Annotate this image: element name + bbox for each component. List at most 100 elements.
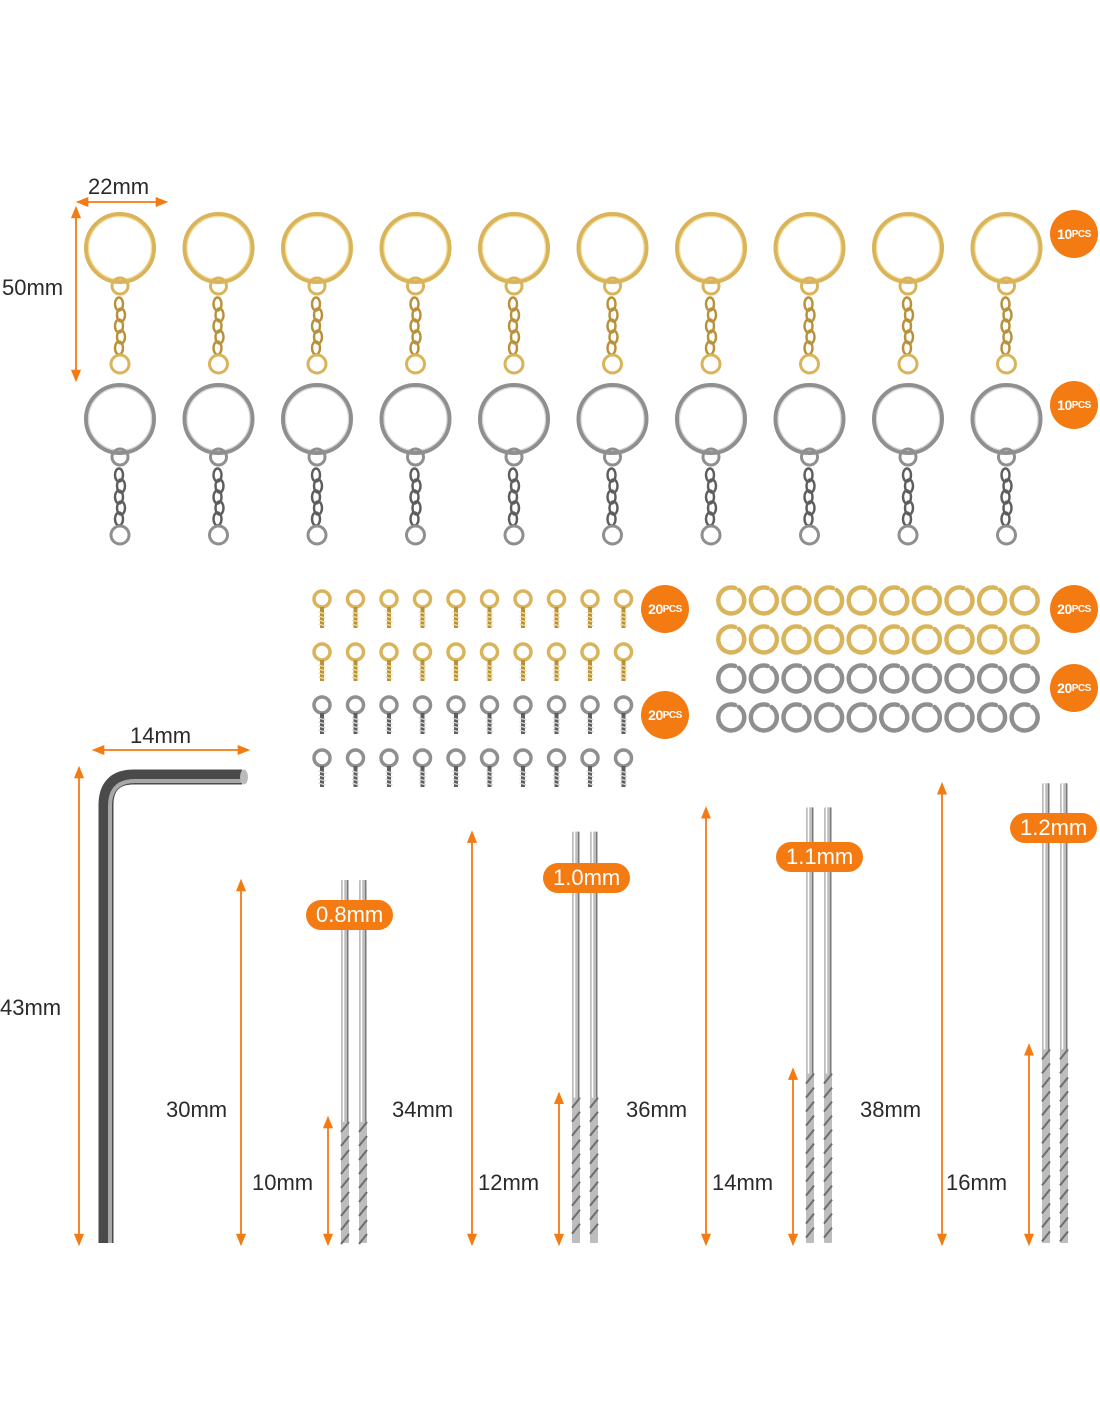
badge-number: 20 xyxy=(1057,680,1072,696)
jump-ring-gold xyxy=(781,624,812,655)
eye-screw-silver xyxy=(513,695,533,734)
eye-screw-silver xyxy=(479,695,500,734)
eye-screw-silver xyxy=(446,695,466,734)
drill-size-badge: 1.2mm xyxy=(1010,813,1098,843)
keychain-gold xyxy=(281,212,353,375)
eye-screw-gold xyxy=(513,642,533,681)
badge-unit: PCS xyxy=(1071,682,1092,694)
hex-key-end xyxy=(240,769,248,785)
keychain-gold xyxy=(576,212,649,375)
eye-screw-gold xyxy=(613,589,634,628)
eye-screw-gold xyxy=(412,589,433,628)
jump-ring-silver xyxy=(748,663,780,694)
drill-flute-label: 10mm xyxy=(252,1170,314,1195)
eye-screw-silver xyxy=(479,748,500,787)
keychain-silver xyxy=(182,383,255,546)
eye-screw-silver xyxy=(412,748,433,787)
eye-screw-silver xyxy=(513,748,533,787)
jump-ring-silver xyxy=(748,702,780,733)
eye-screw-gold xyxy=(412,642,433,681)
jump-ring-gold xyxy=(879,585,910,616)
jump-ring-gold xyxy=(1009,585,1040,616)
eye-screw-gold xyxy=(446,642,466,681)
jump-ring-gold xyxy=(911,624,943,655)
eye-screw-gold xyxy=(312,642,332,681)
drill-bit xyxy=(589,831,599,1243)
keychain-gold xyxy=(182,212,255,375)
jump-ring-silver xyxy=(716,702,747,733)
drill-flute-label: 16mm xyxy=(946,1170,1008,1195)
jump-ring-gold xyxy=(911,585,943,616)
keychain-silver xyxy=(478,383,550,546)
drill-length-label: 38mm xyxy=(860,1097,922,1122)
drill-length-label: 36mm xyxy=(626,1097,688,1122)
jump-ring-gold xyxy=(748,585,780,616)
eye-screw-gold xyxy=(546,589,567,628)
drill-bit xyxy=(1041,783,1051,1243)
badge-number: 10 xyxy=(1057,226,1072,242)
eye-screw-silver xyxy=(379,695,399,734)
jump-ring-silver xyxy=(716,663,747,694)
drill-bit xyxy=(1059,783,1069,1243)
badge-number: 20 xyxy=(648,601,663,617)
eye-screw-silver xyxy=(546,695,567,734)
eye-screw-gold xyxy=(479,642,500,681)
jump-ring-silver xyxy=(846,702,877,733)
jump-ring-gold xyxy=(748,624,780,655)
keychain-gold xyxy=(379,212,452,375)
eye-screw-gold xyxy=(546,642,567,681)
jump-ring-silver xyxy=(846,663,877,694)
drill-bit xyxy=(340,880,350,1245)
eye-screw-silver xyxy=(345,695,366,734)
drill-flute-label: 14mm xyxy=(712,1170,774,1195)
eye-screw-gold xyxy=(513,589,533,628)
eye-screw-silver xyxy=(580,695,600,734)
badge-unit: PCS xyxy=(1071,603,1092,615)
drill-length-label: 30mm xyxy=(166,1097,228,1122)
jump-ring-silver xyxy=(879,702,910,733)
keychain-silver xyxy=(576,383,649,546)
eye-screw-gold xyxy=(345,589,366,628)
drill-length-label: 34mm xyxy=(392,1097,454,1122)
eye-screw-gold xyxy=(613,642,634,681)
jump-ring-gold xyxy=(976,624,1008,655)
eye-screw-gold xyxy=(446,589,466,628)
drill-bit xyxy=(823,807,833,1243)
jump-ring-silver xyxy=(813,663,845,694)
jump-ring-silver xyxy=(944,663,975,694)
eye-screw-silver xyxy=(312,748,332,787)
eye-screw-silver xyxy=(412,695,433,734)
jump-ring-gold xyxy=(813,585,845,616)
eye-screw-silver xyxy=(580,748,600,787)
eye-screw-gold xyxy=(379,642,399,681)
keychain-gold xyxy=(872,212,944,375)
jump-ring-gold xyxy=(944,585,975,616)
jump-ring-gold xyxy=(1009,624,1040,655)
hex-key-width-label: 14mm xyxy=(130,723,192,748)
jump-ring-silver xyxy=(813,702,845,733)
badge-unit: PCS xyxy=(662,603,683,615)
badge-unit: PCS xyxy=(1071,399,1092,411)
jump-ring-gold xyxy=(846,585,877,616)
jump-ring-silver xyxy=(781,663,812,694)
jump-ring-silver xyxy=(1009,702,1040,733)
jump-ring-silver xyxy=(976,663,1008,694)
keychain-gold xyxy=(478,212,550,375)
jump-ring-gold xyxy=(846,624,877,655)
eye-screw-silver xyxy=(446,748,466,787)
jump-ring-silver xyxy=(781,702,812,733)
drill-size-badge: 1.1mm xyxy=(776,842,864,872)
keychain-silver xyxy=(773,383,846,546)
badge-number: 20 xyxy=(648,707,663,723)
hex-key xyxy=(98,769,242,1243)
jump-ring-gold xyxy=(813,624,845,655)
dimension-arrows xyxy=(70,196,1035,1247)
eye-screw-gold xyxy=(580,642,600,681)
eye-screw-gold xyxy=(479,589,500,628)
drill-size-badge: 1.0mm xyxy=(543,863,631,893)
